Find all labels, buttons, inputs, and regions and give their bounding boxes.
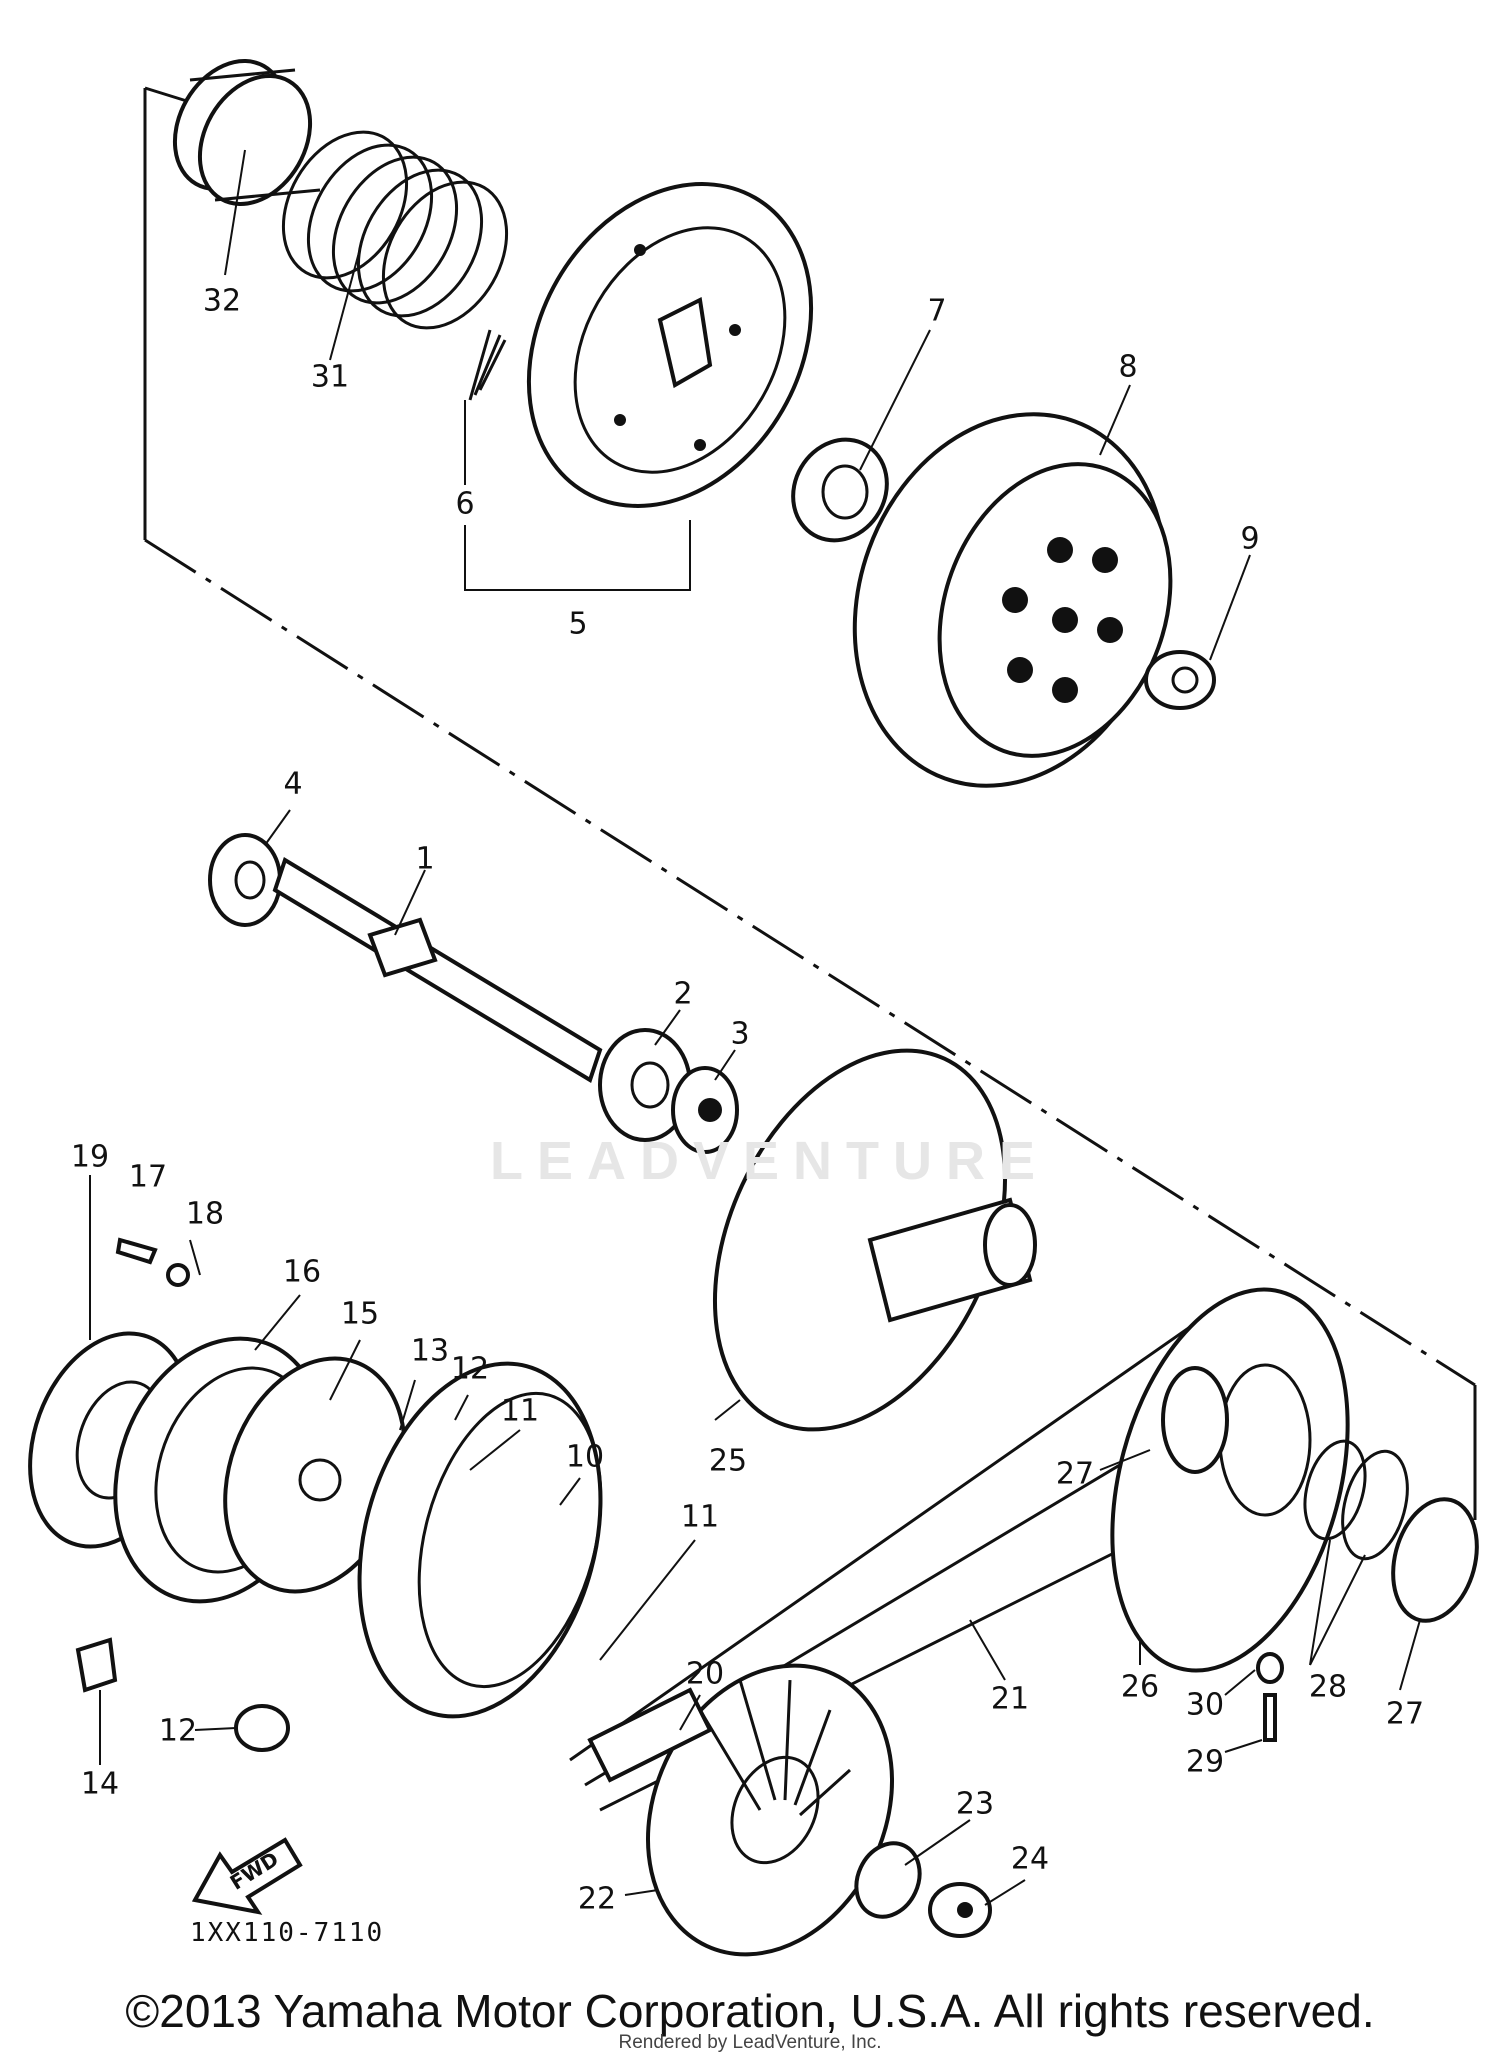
watermark: LEADVENTURE <box>490 1131 1050 1191</box>
callout-28: 28 <box>1309 1670 1347 1705</box>
part-lock-washer <box>854 1841 922 1919</box>
callout-30: 30 <box>1186 1688 1224 1723</box>
copyright-notice: ©2013 Yamaha Motor Corporation, U.S.A. A… <box>125 1985 1375 2037</box>
callout-7: 7 <box>927 294 946 329</box>
callout-18: 18 <box>186 1197 224 1232</box>
callout-20: 20 <box>686 1657 724 1692</box>
callout-10: 10 <box>566 1440 604 1475</box>
callout-26: 26 <box>1121 1670 1159 1705</box>
part-pulley-nut <box>928 1882 992 1938</box>
callout-labels: 32 31 6 5 7 8 9 4 1 2 3 19 17 18 16 15 1… <box>71 284 1424 1917</box>
callout-24: 24 <box>1011 1842 1049 1877</box>
callout-16: 16 <box>283 1255 321 1290</box>
callout-4: 4 <box>283 767 302 802</box>
part-bearing-left <box>208 833 282 927</box>
callout-29: 29 <box>1186 1745 1224 1780</box>
callout-25: 25 <box>709 1444 747 1479</box>
callout-5: 5 <box>568 607 587 642</box>
callout-19: 19 <box>71 1140 109 1175</box>
part-roller <box>1256 1652 1284 1684</box>
callout-6: 6 <box>455 487 474 522</box>
part-washer <box>166 1263 190 1287</box>
part-secondary-sheave <box>1110 1287 1350 1673</box>
callout-23: 23 <box>956 1787 994 1822</box>
drawing-code: 1XX110-7110 <box>190 1918 385 1948</box>
part-sleeve <box>172 59 321 206</box>
part-primary-sheave <box>712 1048 1037 1432</box>
assembly-frame <box>143 86 1477 1520</box>
callout-3: 3 <box>730 1017 749 1052</box>
part-guide-pin <box>1263 1693 1277 1742</box>
callout-leaders <box>89 149 1421 1906</box>
callout-12-upper: 12 <box>451 1352 489 1387</box>
part-oil-seal-upper <box>1161 1366 1229 1474</box>
rendered-by-notice: Rendered by LeadVenture, Inc. <box>618 2032 882 2053</box>
callout-17: 17 <box>129 1160 167 1195</box>
part-o-rings <box>1303 1439 1409 1561</box>
part-primary-shaft <box>272 856 603 1084</box>
callout-12-lower: 12 <box>159 1714 197 1749</box>
part-pulley-collar <box>587 1687 713 1783</box>
exploded-parts-diagram: FWD 32 <box>28 59 1479 1957</box>
callout-31: 31 <box>311 360 349 395</box>
part-small-spring <box>468 329 507 401</box>
part-oil-seal-lower <box>1391 1497 1479 1623</box>
callout-27-lower: 27 <box>1386 1697 1424 1732</box>
callout-2: 2 <box>673 977 692 1012</box>
callout-32: 32 <box>203 284 241 319</box>
callout-21: 21 <box>991 1682 1029 1717</box>
part-clutch-carrier <box>526 182 814 508</box>
part-clutch-housing <box>852 412 1173 788</box>
part-fan-pulley <box>646 1663 894 1957</box>
part-housing-nut <box>1144 650 1216 710</box>
forward-direction-arrow: FWD <box>191 1837 303 1915</box>
part-spring <box>281 130 509 330</box>
callout-11-lower: 11 <box>681 1500 719 1535</box>
callout-14: 14 <box>81 1767 119 1802</box>
callout-22: 22 <box>578 1882 616 1917</box>
part-screw <box>115 1237 158 1265</box>
callout-1: 1 <box>415 842 434 877</box>
part-slider <box>75 1637 118 1693</box>
callout-13: 13 <box>411 1334 449 1369</box>
callout-15: 15 <box>341 1297 379 1332</box>
callout-8: 8 <box>1118 350 1137 385</box>
part-primary-pulley <box>357 1361 603 1719</box>
part-collar <box>671 1066 739 1154</box>
part-weight-lower <box>234 1704 290 1752</box>
callout-11-upper: 11 <box>501 1394 539 1429</box>
callout-27-upper: 27 <box>1056 1457 1094 1492</box>
callout-9: 9 <box>1240 522 1259 557</box>
